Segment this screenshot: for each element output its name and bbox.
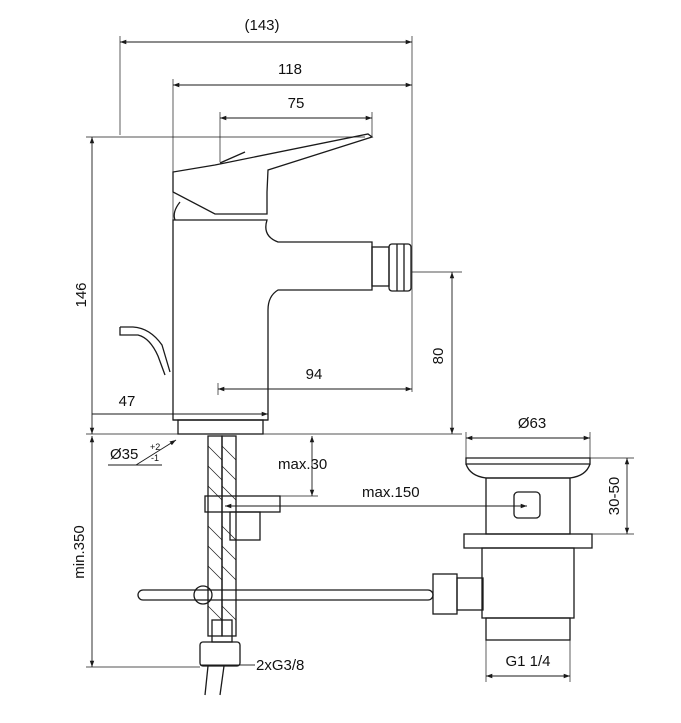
dimension-base-offset: 47 xyxy=(92,393,268,417)
dimension-outlet-height: 80 xyxy=(412,271,462,434)
dim-label-max150: max.150 xyxy=(362,484,420,501)
dim-label-47: 47 xyxy=(119,393,136,410)
dim-label-waste-thread: G1 1/4 xyxy=(505,653,550,670)
dim-label-waste-diameter: Ø63 xyxy=(518,415,546,432)
dimension-waste-diameter: Ø63 xyxy=(465,415,591,458)
dim-label-waste-height: 30-50 xyxy=(606,477,623,515)
dimension-overall-width: (143) xyxy=(119,17,413,392)
mixer-body xyxy=(119,133,412,435)
dimension-body-to-outlet: 118 xyxy=(172,61,412,225)
dimension-spout-reach: 94 xyxy=(217,366,412,395)
dim-label-80: 80 xyxy=(430,348,447,365)
deck-hole-dimension: Ø35 +2 -1 xyxy=(108,439,177,466)
pop-up-rod xyxy=(137,573,484,615)
dimension-lever-length: 75 xyxy=(219,95,373,162)
dimension-connections: 2xG3/8 xyxy=(200,657,304,674)
dim-label-75: 75 xyxy=(288,95,305,112)
dim-label-hole: Ø35 xyxy=(110,446,138,463)
dim-label-max30: max.30 xyxy=(278,456,327,473)
dimension-waste-height: 30-50 xyxy=(590,457,634,535)
dim-label-94: 94 xyxy=(306,366,323,383)
dimension-waste-thread: G1 1/4 xyxy=(485,640,571,682)
dim-label-min350: min.350 xyxy=(71,525,88,578)
dim-tolerance-plus: +2 xyxy=(150,442,160,452)
dimension-height: 146 xyxy=(73,136,462,435)
waste-valve xyxy=(463,457,593,641)
dim-tolerance-minus: -1 xyxy=(151,453,159,463)
dimension-max-rod: max.150 xyxy=(225,484,527,509)
dimension-max-deck: max.30 xyxy=(278,436,327,497)
dimension-min-hose: min.350 xyxy=(71,436,200,668)
dim-label-118: 118 xyxy=(278,61,302,78)
dim-label-146: 146 xyxy=(73,282,90,307)
dim-label-connections: 2xG3/8 xyxy=(256,657,304,674)
dim-label-overall: (143) xyxy=(244,17,279,34)
